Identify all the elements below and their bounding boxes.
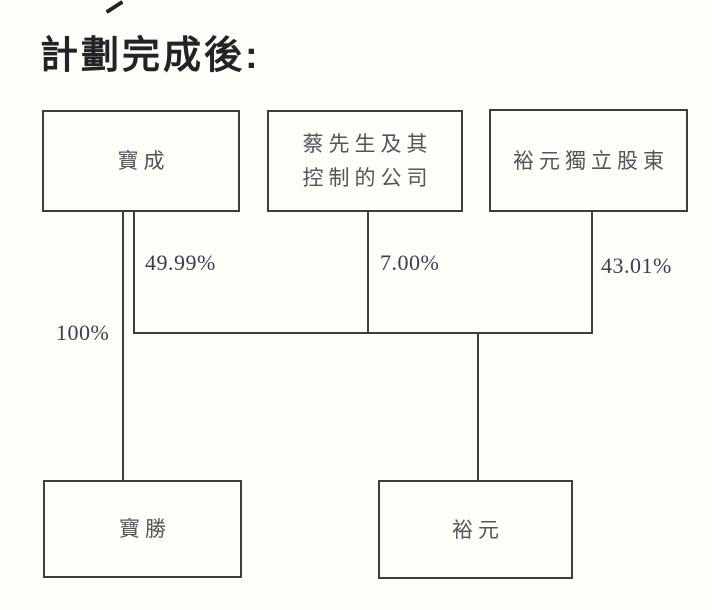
node-yue-yuen-independent-shareholders: 裕元獨立股東 — [489, 109, 688, 212]
scan-artifact-mark — [105, 0, 124, 14]
node-yue-yuen-independent-shareholders-label: 裕元獨立股東 — [513, 148, 669, 173]
connector-independent-to-joint — [591, 212, 593, 334]
node-yue-yuen: 裕元 — [378, 480, 573, 579]
ownership-percentage-independent-yue-yuen: 43.01% — [601, 253, 672, 278]
ownership-percentage-pou-chen-pou-sheng: 100% — [56, 320, 110, 345]
node-yue-yuen-label: 裕元 — [452, 517, 504, 542]
node-pou-sheng: 寶勝 — [43, 480, 242, 578]
node-tsai-companies: 蔡先生及其 控制的公司 — [267, 110, 463, 212]
diagram-title: 計劃完成後: — [40, 35, 261, 77]
connector-tsai-to-joint — [367, 212, 369, 334]
node-pou-chen-label: 寶成 — [117, 149, 170, 173]
connector-pou-chen-to-pou-sheng — [122, 212, 124, 480]
node-tsai-companies-label-line1: 蔡先生及其 — [302, 132, 433, 156]
ownership-percentage-pou-chen-yue-yuen: 49.99% — [145, 250, 216, 275]
connector-joint-to-yue-yuen — [477, 334, 479, 480]
node-tsai-companies-label-line2: 控制的公司 — [302, 166, 433, 190]
ownership-percentage-tsai-yue-yuen: 7.00% — [380, 250, 440, 275]
node-pou-sheng-label: 寶勝 — [119, 517, 171, 541]
connector-pou-chen-to-joint — [133, 212, 135, 334]
connector-horizontal-joint — [133, 332, 593, 334]
node-pou-chen: 寶成 — [42, 110, 240, 212]
